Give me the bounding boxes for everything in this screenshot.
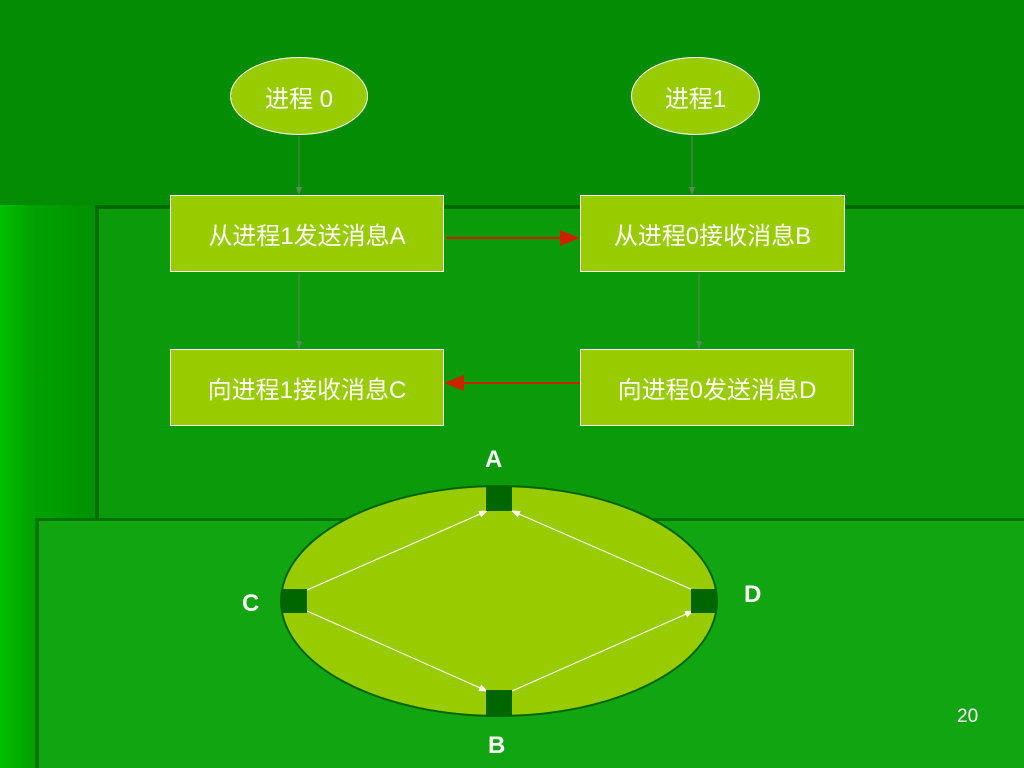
- ring-label-a: A: [485, 446, 503, 473]
- ring-node-b: [486, 690, 512, 715]
- ring-arrow-c-to-a: [306, 510, 488, 591]
- ring-node-d: [691, 589, 717, 613]
- receive-message-b-box: 从进程0接收消息B: [580, 195, 845, 272]
- send-message-d-box: 向进程0发送消息D: [580, 349, 854, 426]
- send-message-a-box: 从进程1发送消息A: [170, 195, 444, 272]
- ring-arrow-c-to-b: [306, 610, 488, 692]
- ring-label-c: C: [242, 590, 260, 617]
- page-number: 20: [957, 706, 979, 727]
- ring-label-b: B: [488, 732, 506, 759]
- ring-arrow-d-to-a: [511, 510, 694, 591]
- ring-label-d: D: [744, 581, 762, 608]
- process-0-node: 进程 0: [230, 57, 368, 135]
- ring-node-c: [281, 589, 307, 613]
- ring-node-a: [486, 487, 512, 511]
- receive-message-c-box: 向进程1接收消息C: [170, 349, 444, 426]
- ring-ellipse: [280, 485, 718, 717]
- ring-arrow-b-to-d: [511, 610, 694, 692]
- process-1-node: 进程1: [631, 57, 760, 135]
- background-top: [0, 0, 1024, 205]
